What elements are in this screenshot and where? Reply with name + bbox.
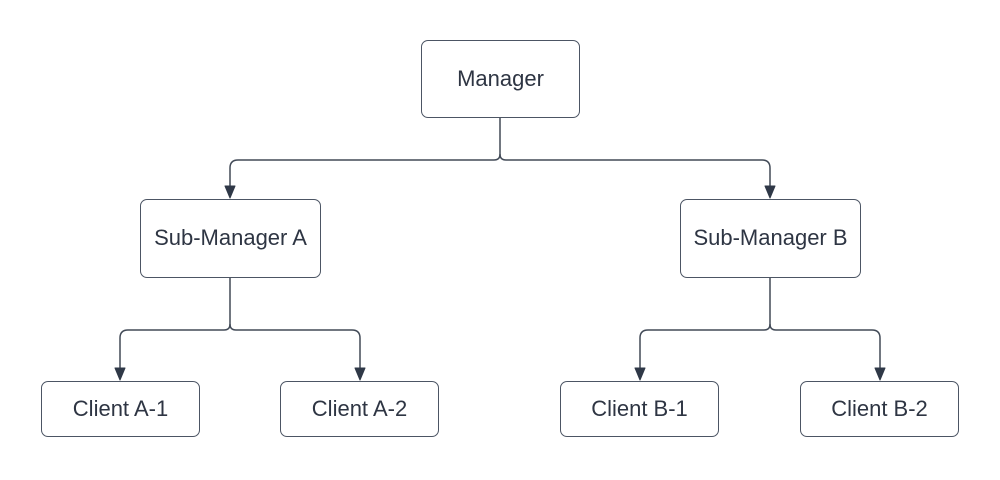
arrowhead-client-a2	[354, 367, 366, 381]
node-sub-manager-a[interactable]: Sub-Manager A	[140, 199, 321, 278]
connector-manager-sub-b	[499, 153, 771, 186]
connector-manager-sub-a	[229, 118, 501, 186]
arrowhead-client-b2	[874, 367, 886, 381]
arrowhead-sub-a	[224, 185, 236, 199]
arrowhead-sub-b	[764, 185, 776, 199]
node-client-b2[interactable]: Client B-2	[800, 381, 959, 437]
connector-sub-a-client-a2	[229, 323, 361, 368]
node-client-b1[interactable]: Client B-1	[560, 381, 719, 437]
arrowhead-client-a1	[114, 367, 126, 381]
connector-sub-b-client-b2	[769, 323, 881, 368]
node-sub-manager-b[interactable]: Sub-Manager B	[680, 199, 861, 278]
node-manager[interactable]: Manager	[421, 40, 580, 118]
arrowhead-client-b1	[634, 367, 646, 381]
connector-sub-b-client-b1	[639, 278, 771, 368]
node-client-a1[interactable]: Client A-1	[41, 381, 200, 437]
connector-sub-a-client-a1	[119, 278, 231, 368]
node-client-a2[interactable]: Client A-2	[280, 381, 439, 437]
